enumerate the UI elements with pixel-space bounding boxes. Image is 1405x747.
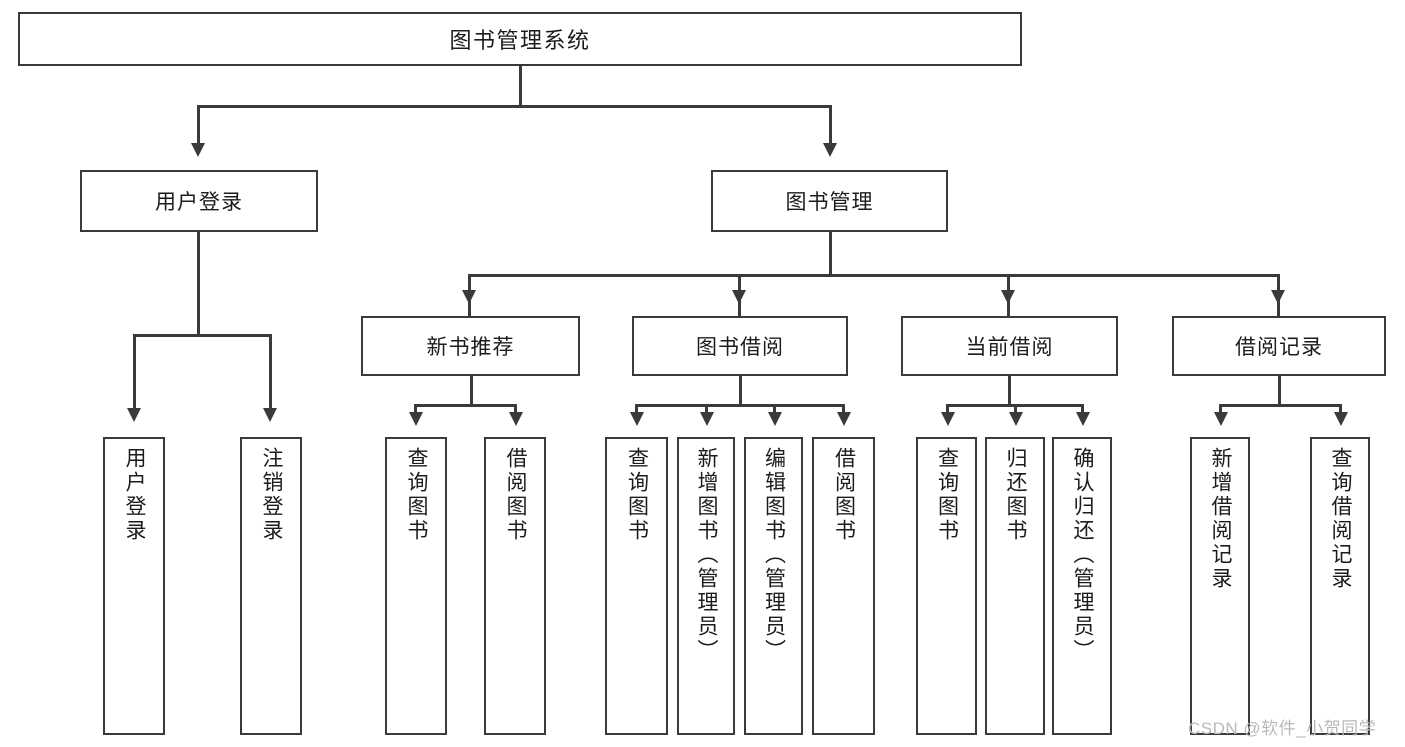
node-label: 图书管理系统 bbox=[449, 28, 591, 53]
leaf-user-login[interactable]: 用户登录 bbox=[103, 437, 165, 735]
arrowhead-root-to-user-login-icon bbox=[191, 143, 205, 157]
edge-nbr-to-leaf-2 bbox=[514, 404, 517, 414]
leaf-label: 查询图书 bbox=[935, 447, 959, 543]
arrowhead-br-leaf-2-icon bbox=[1334, 412, 1348, 426]
leaf-query-books-recommend[interactable]: 查询图书 bbox=[385, 437, 447, 735]
leaf-label: 借阅图书 bbox=[504, 447, 528, 543]
arrowhead-cb-leaf-1-icon bbox=[941, 412, 955, 426]
leaf-borrow-books[interactable]: 借阅图书 bbox=[812, 437, 875, 735]
edge-nbr-bus bbox=[414, 404, 516, 407]
edge-root-to-book-management bbox=[829, 105, 832, 147]
edge-cb-to-leaf-1 bbox=[946, 404, 949, 414]
edge-nbr-to-leaf-1 bbox=[414, 404, 417, 414]
leaf-query-books-current[interactable]: 查询图书 bbox=[916, 437, 977, 735]
edge-br-to-leaf-1 bbox=[1219, 404, 1222, 414]
leaf-label: 借阅图书 bbox=[832, 447, 856, 543]
node-label: 图书管理 bbox=[785, 191, 874, 214]
node-borrow-records[interactable]: 借阅记录 bbox=[1172, 316, 1386, 376]
edge-user-login-stem bbox=[197, 232, 200, 336]
node-label: 当前借阅 bbox=[965, 336, 1054, 359]
leaf-label: 编辑图书（管理员） bbox=[762, 447, 786, 663]
edge-bb-to-leaf-4 bbox=[842, 404, 845, 414]
leaf-label: 查询借阅记录 bbox=[1329, 447, 1353, 591]
arrowhead-bm-to-borrow-records-icon bbox=[1271, 290, 1285, 304]
edge-cb-to-leaf-3 bbox=[1081, 404, 1084, 414]
leaf-label: 新增借阅记录 bbox=[1209, 447, 1233, 591]
edge-cb-to-leaf-2 bbox=[1014, 404, 1017, 414]
leaf-return-books[interactable]: 归还图书 bbox=[985, 437, 1045, 735]
leaf-label: 查询图书 bbox=[625, 447, 649, 543]
arrowhead-bm-to-new-book-recommend-icon bbox=[462, 290, 476, 304]
node-book-management[interactable]: 图书管理 bbox=[711, 170, 948, 232]
edge-book-management-stem bbox=[829, 232, 832, 276]
leaf-query-books-borrow[interactable]: 查询图书 bbox=[605, 437, 668, 735]
node-root-book-management-system[interactable]: 图书管理系统 bbox=[18, 12, 1022, 66]
edge-root-to-user-login bbox=[197, 105, 200, 147]
edge-br-to-leaf-2 bbox=[1339, 404, 1342, 414]
leaf-borrow-books-recommend[interactable]: 借阅图书 bbox=[484, 437, 546, 735]
node-book-borrow[interactable]: 图书借阅 bbox=[632, 316, 848, 376]
node-current-borrow[interactable]: 当前借阅 bbox=[901, 316, 1118, 376]
edge-user-login-bus bbox=[133, 334, 271, 337]
leaf-label: 新增图书（管理员） bbox=[695, 447, 719, 663]
leaf-edit-book-admin[interactable]: 编辑图书（管理员） bbox=[744, 437, 803, 735]
leaf-confirm-return-admin[interactable]: 确认归还（管理员） bbox=[1052, 437, 1112, 735]
arrowhead-user-login-to-leaf-login-icon bbox=[127, 408, 141, 422]
edge-bb-stem bbox=[739, 376, 742, 406]
edge-root-bus bbox=[197, 105, 831, 108]
arrowhead-bm-to-book-borrow-icon bbox=[732, 290, 746, 304]
edge-nbr-stem bbox=[470, 376, 473, 406]
leaf-query-borrow-record[interactable]: 查询借阅记录 bbox=[1310, 437, 1370, 735]
arrowhead-cb-leaf-2-icon bbox=[1009, 412, 1023, 426]
leaf-add-borrow-record[interactable]: 新增借阅记录 bbox=[1190, 437, 1250, 735]
edge-br-bus bbox=[1219, 404, 1341, 407]
csdn-watermark: CSDN @软件_小贺同学 bbox=[1188, 719, 1377, 738]
edge-bb-to-leaf-3 bbox=[773, 404, 776, 414]
arrowhead-root-to-book-management-icon bbox=[823, 143, 837, 157]
node-label: 图书借阅 bbox=[696, 336, 784, 359]
edge-br-stem bbox=[1278, 376, 1281, 406]
edge-root-stem bbox=[519, 66, 522, 106]
edge-bb-bus bbox=[635, 404, 844, 407]
node-user-login[interactable]: 用户登录 bbox=[80, 170, 318, 232]
leaf-logout[interactable]: 注销登录 bbox=[240, 437, 302, 735]
leaf-label: 确认归还（管理员） bbox=[1071, 447, 1095, 663]
arrowhead-cb-leaf-3-icon bbox=[1076, 412, 1090, 426]
leaf-add-book-admin[interactable]: 新增图书（管理员） bbox=[677, 437, 735, 735]
leaf-label: 用户登录 bbox=[123, 447, 147, 543]
arrowhead-br-leaf-1-icon bbox=[1214, 412, 1228, 426]
leaf-label: 注销登录 bbox=[260, 447, 284, 543]
arrowhead-bb-leaf-1-icon bbox=[630, 412, 644, 426]
leaf-label: 查询图书 bbox=[405, 447, 429, 543]
leaf-label: 归还图书 bbox=[1004, 447, 1028, 543]
node-label: 新书推荐 bbox=[426, 336, 515, 359]
edge-user-login-to-leaf-login bbox=[133, 334, 136, 410]
arrowhead-bb-leaf-2-icon bbox=[700, 412, 714, 426]
edge-user-login-to-leaf-logout bbox=[269, 334, 272, 410]
edge-cb-stem bbox=[1008, 376, 1011, 406]
node-label: 借阅记录 bbox=[1235, 336, 1323, 359]
arrowhead-nbr-leaf-2-icon bbox=[509, 412, 523, 426]
arrowhead-bb-leaf-3-icon bbox=[768, 412, 782, 426]
edge-bb-to-leaf-1 bbox=[635, 404, 638, 414]
node-new-book-recommend[interactable]: 新书推荐 bbox=[361, 316, 580, 376]
edge-book-management-bus bbox=[468, 274, 1279, 277]
edge-bb-to-leaf-2 bbox=[705, 404, 708, 414]
arrowhead-bm-to-current-borrow-icon bbox=[1001, 290, 1015, 304]
arrowhead-user-login-to-leaf-logout-icon bbox=[263, 408, 277, 422]
node-label: 用户登录 bbox=[155, 191, 243, 214]
arrowhead-bb-leaf-4-icon bbox=[837, 412, 851, 426]
arrowhead-nbr-leaf-1-icon bbox=[409, 412, 423, 426]
